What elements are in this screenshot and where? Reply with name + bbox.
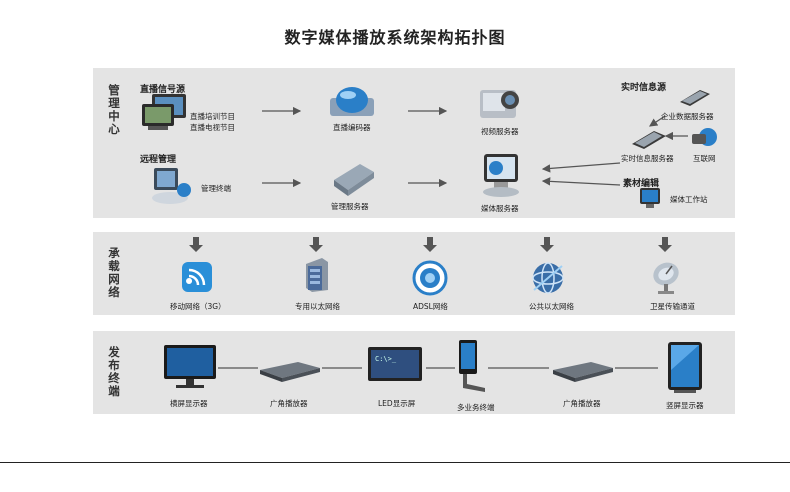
landscape-display-icon — [164, 345, 216, 388]
publish-item-wide-player-1: 广角播放器 — [270, 399, 308, 408]
wide-player-icon-1 — [260, 362, 320, 382]
private-ethernet-icon — [306, 258, 328, 292]
publish-item-landscape-display: 横屏显示器 — [170, 399, 208, 408]
live-source-monitor-icon — [142, 94, 186, 130]
live-training-label: 直播培训节目 — [190, 112, 235, 121]
publish-item-portrait-display: 竖屏显示器 — [666, 401, 704, 410]
mgmt-server-label: 管理服务器 — [331, 202, 369, 211]
publish-item-multi-service-terminal: 多业务终端 — [457, 403, 495, 412]
network-item-adsl: ADSL网络 — [413, 302, 448, 311]
mgmt-server-icon — [334, 164, 374, 196]
media-server-label: 媒体服务器 — [481, 204, 519, 213]
enterprise-data-server-icon — [680, 90, 710, 106]
realtime-info-server-icon — [632, 131, 666, 149]
internet-icon — [692, 128, 717, 146]
management-panel — [93, 68, 735, 218]
realtime-source-title: 实时信息源 — [621, 83, 667, 93]
remote-mgmt-title: 远程管理 — [140, 155, 177, 165]
realtime-info-server-label: 实时信息服务器 — [621, 154, 674, 163]
section-label-network: 承载网络 — [108, 246, 120, 299]
footer-rule — [0, 462, 790, 463]
media-workstation-icon — [640, 188, 660, 208]
publish-item-wide-player-2: 广角播放器 — [563, 399, 601, 408]
live-tv-label: 直播电视节目 — [190, 123, 235, 132]
live-encoder-label: 直播编码器 — [333, 123, 371, 132]
satellite-icon — [653, 262, 679, 294]
media-workstation-label: 媒体工作站 — [670, 195, 708, 204]
wide-player-icon-2 — [553, 362, 613, 382]
portrait-display-icon — [668, 342, 702, 393]
network-item-public-ethernet: 公共以太网络 — [529, 302, 574, 311]
enterprise-data-server-label: 企业数据服务器 — [661, 112, 714, 121]
video-server-icon — [480, 90, 519, 118]
diagram-title: 数字媒体播放系统架构拓扑图 — [284, 28, 506, 47]
mgmt-terminal-icon — [152, 168, 191, 204]
svg-text:C:\>_: C:\>_ — [375, 355, 397, 363]
live-encoder-icon — [330, 87, 374, 116]
media-server-icon — [483, 154, 519, 197]
public-ethernet-icon — [532, 262, 564, 294]
multi-service-terminal-icon — [459, 340, 485, 392]
led-display-icon: C:\>_ — [368, 347, 422, 381]
internet-label: 互联网 — [693, 154, 716, 163]
network-item-satellite: 卫星传输通道 — [650, 302, 695, 311]
mobile-3g-icon — [182, 262, 212, 292]
video-server-label: 视频服务器 — [481, 127, 519, 136]
material-edit-title: 素材编辑 — [623, 179, 660, 189]
section-label-publishing: 发布终端 — [108, 345, 120, 398]
section-label-management: 管理中心 — [108, 83, 120, 136]
network-item-mobile: 移动网络（3G） — [170, 302, 226, 311]
mgmt-terminal-label: 管理终端 — [201, 184, 231, 193]
live-source-title: 直播信号源 — [140, 85, 186, 95]
publish-item-led-display: LED显示屏 — [378, 399, 416, 408]
adsl-icon — [412, 260, 448, 296]
network-item-private-ethernet: 专用以太网络 — [295, 302, 340, 311]
